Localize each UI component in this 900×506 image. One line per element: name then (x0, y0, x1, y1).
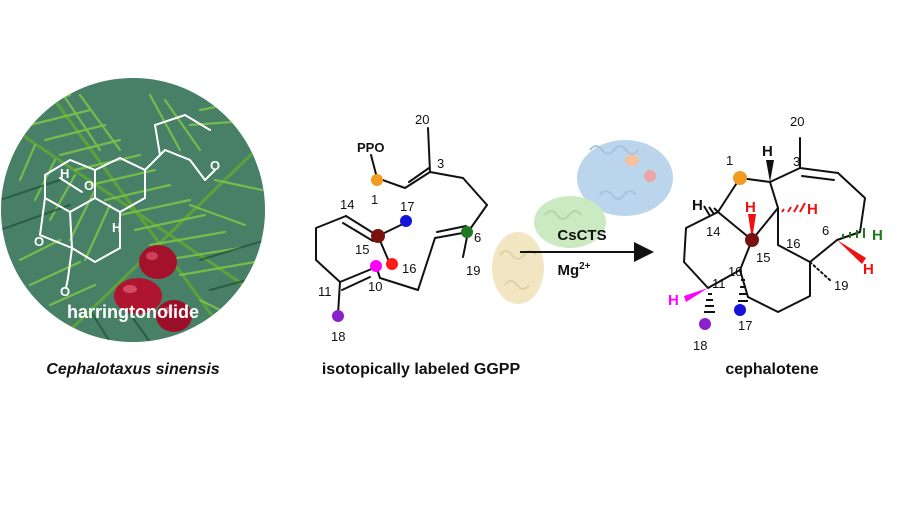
ggpp-number: 18 (331, 329, 345, 344)
ggpp-number: 10 (368, 279, 382, 294)
hash-bond (704, 293, 715, 313)
product-number: 11 (712, 276, 726, 291)
hash-bond (842, 228, 865, 238)
product-c15-atom (745, 233, 759, 247)
product-number: 18 (693, 338, 707, 353)
ggpp-number: 20 (415, 112, 429, 127)
ggpp-caption: isotopically labeled GGPP (322, 361, 521, 378)
ggpp-c15-atom (371, 229, 385, 243)
ggpp-number: 17 (400, 199, 414, 214)
harringtonolide-label: harringtonolide (67, 302, 199, 322)
ggpp-c18-atom (332, 310, 344, 322)
product-number: 6 (822, 223, 829, 238)
wedge-bond (748, 214, 756, 240)
enzyme-graphic (492, 140, 673, 304)
ggpp-number: 6 (474, 230, 481, 245)
plant-photo: H O H O O O harringtonolide (1, 78, 265, 342)
harringtonolide-structure (38, 113, 216, 289)
product-c17-atom (734, 304, 746, 316)
o-label: O (84, 178, 94, 193)
product-number: 20 (790, 114, 804, 129)
hash-bond (703, 205, 719, 217)
product-c18-atom (699, 318, 711, 330)
product-number: 16 (786, 236, 800, 251)
o-label: O (34, 234, 44, 249)
product-number: 1 (726, 153, 733, 168)
o-label: O (60, 284, 70, 299)
ggpp-number: 19 (466, 263, 480, 278)
wedge-bond (684, 288, 708, 302)
ggpp-c17-atom (400, 215, 412, 227)
ggpp-number: 14 (340, 197, 354, 212)
cofactor-label: Mg2+ (557, 261, 590, 279)
product-number: 15 (756, 250, 770, 265)
product-number: 3 (793, 154, 800, 169)
ppo-label: PPO (357, 140, 384, 155)
product-number: 17 (738, 318, 752, 333)
product-c1-atom (733, 171, 747, 185)
ggpp-number: 3 (437, 156, 444, 171)
photo-caption: Cephalotaxus sinensis (46, 361, 219, 378)
h-label: H (112, 220, 121, 235)
h-label-red: H (863, 261, 874, 278)
wedge-bond (766, 160, 774, 182)
ggpp-c10-atom (370, 260, 382, 272)
h-label: H (60, 166, 69, 181)
product-number: 14 (706, 224, 720, 239)
h-label-red: H (807, 201, 818, 218)
ggpp-c1-atom (371, 174, 383, 186)
berries (114, 245, 192, 332)
h-label-red: H (745, 199, 756, 216)
product-caption: cephalotene (725, 361, 818, 378)
o-label: O (210, 158, 220, 173)
enzyme-label: CsCTS (557, 227, 606, 244)
wedge-bond (837, 240, 866, 264)
h-label: H (762, 143, 773, 160)
h-label-green: H (872, 227, 883, 244)
hash-bond (738, 279, 748, 302)
ggpp-c16-atom (386, 258, 398, 270)
ggpp-number: 15 (355, 242, 369, 257)
h-label: H (692, 197, 703, 214)
ggpp-number: 16 (402, 261, 416, 276)
product-number: 19 (834, 278, 848, 293)
ggpp-number: 11 (318, 284, 332, 299)
hash-bond (781, 202, 806, 213)
ggpp-number: 1 (371, 192, 378, 207)
h-label-magenta: H (668, 292, 679, 309)
product-number: 10 (728, 264, 742, 279)
ggpp-c6-atom (461, 226, 473, 238)
